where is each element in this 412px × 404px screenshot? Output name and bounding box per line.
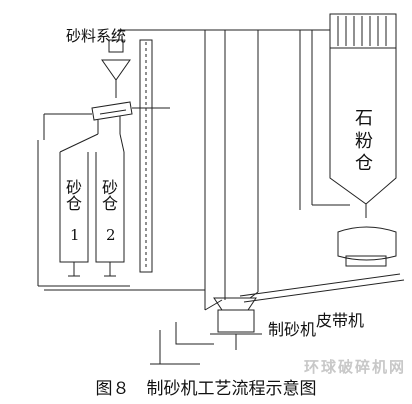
- screen-line: [99, 109, 127, 115]
- sand-maker-label: 制砂机: [268, 320, 317, 339]
- sand-maker-discharge: [175, 322, 214, 345]
- truck-chassis: [345, 255, 387, 267]
- belt-conveyor-line-lower: [243, 279, 405, 303]
- bucket-elevator: [139, 39, 153, 273]
- truck-tank: [337, 226, 397, 261]
- funnel: [101, 59, 131, 81]
- dust-collector: [329, 13, 397, 49]
- sand-maker-body: [217, 309, 255, 333]
- feed-line-1: [204, 299, 223, 311]
- stone-powder-silo-label: 石粉仓: [355, 108, 373, 174]
- watermark: 环球破碎机网: [303, 358, 406, 376]
- feed-line-2: [249, 291, 259, 299]
- feed-hopper-top: [108, 39, 124, 53]
- silo-2-feed: [119, 133, 125, 153]
- silo-1-feed: [59, 133, 99, 153]
- silo-1-name: 砂仓: [65, 178, 82, 213]
- sand-maker-hopper: [213, 297, 257, 311]
- belt-conveyor-label: 皮带机: [316, 311, 365, 330]
- silo-2-name: 砂仓: [101, 178, 118, 213]
- figure-caption: 图８ 制砂机工艺流程示意图: [95, 379, 317, 399]
- vibrating-screen: [91, 101, 133, 121]
- sand-system-label: 砂料系统: [66, 27, 127, 45]
- belt-conveyor-line: [239, 273, 401, 297]
- silo-1-number: 1: [70, 226, 80, 244]
- silo-2-number: 2: [106, 226, 116, 244]
